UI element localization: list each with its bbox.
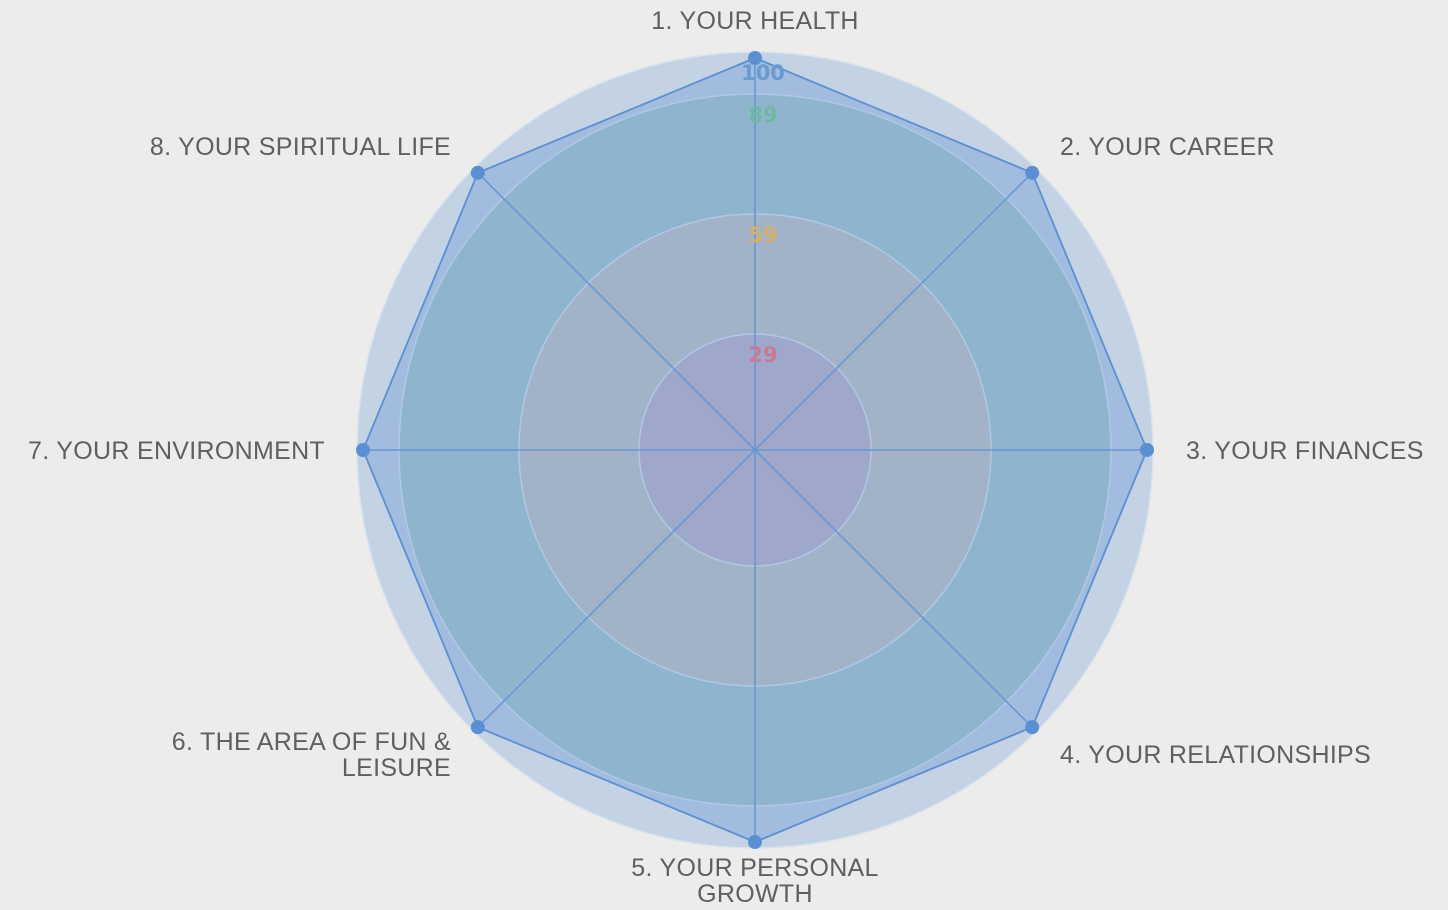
data-point-2	[1025, 165, 1040, 180]
axis-label-3: 3. YOUR FINANCES	[1186, 437, 1424, 465]
axis-label-2: 2. YOUR CAREER	[1060, 133, 1275, 161]
data-point-6	[470, 720, 485, 735]
data-point-3	[1140, 443, 1154, 457]
band-label-29: 29	[748, 343, 777, 367]
axis-labels: 1. YOUR HEALTH 2. YOUR CAREER 3. YOUR FINA…	[28, 7, 1424, 908]
axis-spoke-4	[754, 449, 1037, 732]
band-label-89: 89	[748, 103, 777, 127]
axis-label-1: 1. YOUR HEALTH	[651, 7, 859, 35]
axis-spoke-6	[473, 449, 756, 732]
axis-spoke-8	[473, 168, 756, 451]
band-label-100: 100	[741, 61, 785, 85]
axis-spokes	[357, 52, 1153, 848]
band-labels: 100 89 59 29	[741, 61, 785, 367]
data-series	[356, 51, 1154, 849]
data-point-1	[748, 51, 762, 65]
data-point-5	[748, 835, 762, 849]
axis-label-8: 8. YOUR SPIRITUAL LIFE	[150, 133, 451, 161]
data-point-4	[1025, 720, 1040, 735]
axis-label-4: 4. YOUR RELATIONSHIPS	[1060, 741, 1371, 769]
axis-label-6: 6. THE AREA OF FUN &LEISURE	[172, 728, 451, 782]
data-point-8	[470, 165, 485, 180]
axis-label-7: 7. YOUR ENVIRONMENT	[28, 437, 325, 465]
data-point-7	[356, 443, 370, 457]
band-label-59: 59	[748, 223, 777, 247]
axis-spoke-2	[754, 168, 1037, 451]
